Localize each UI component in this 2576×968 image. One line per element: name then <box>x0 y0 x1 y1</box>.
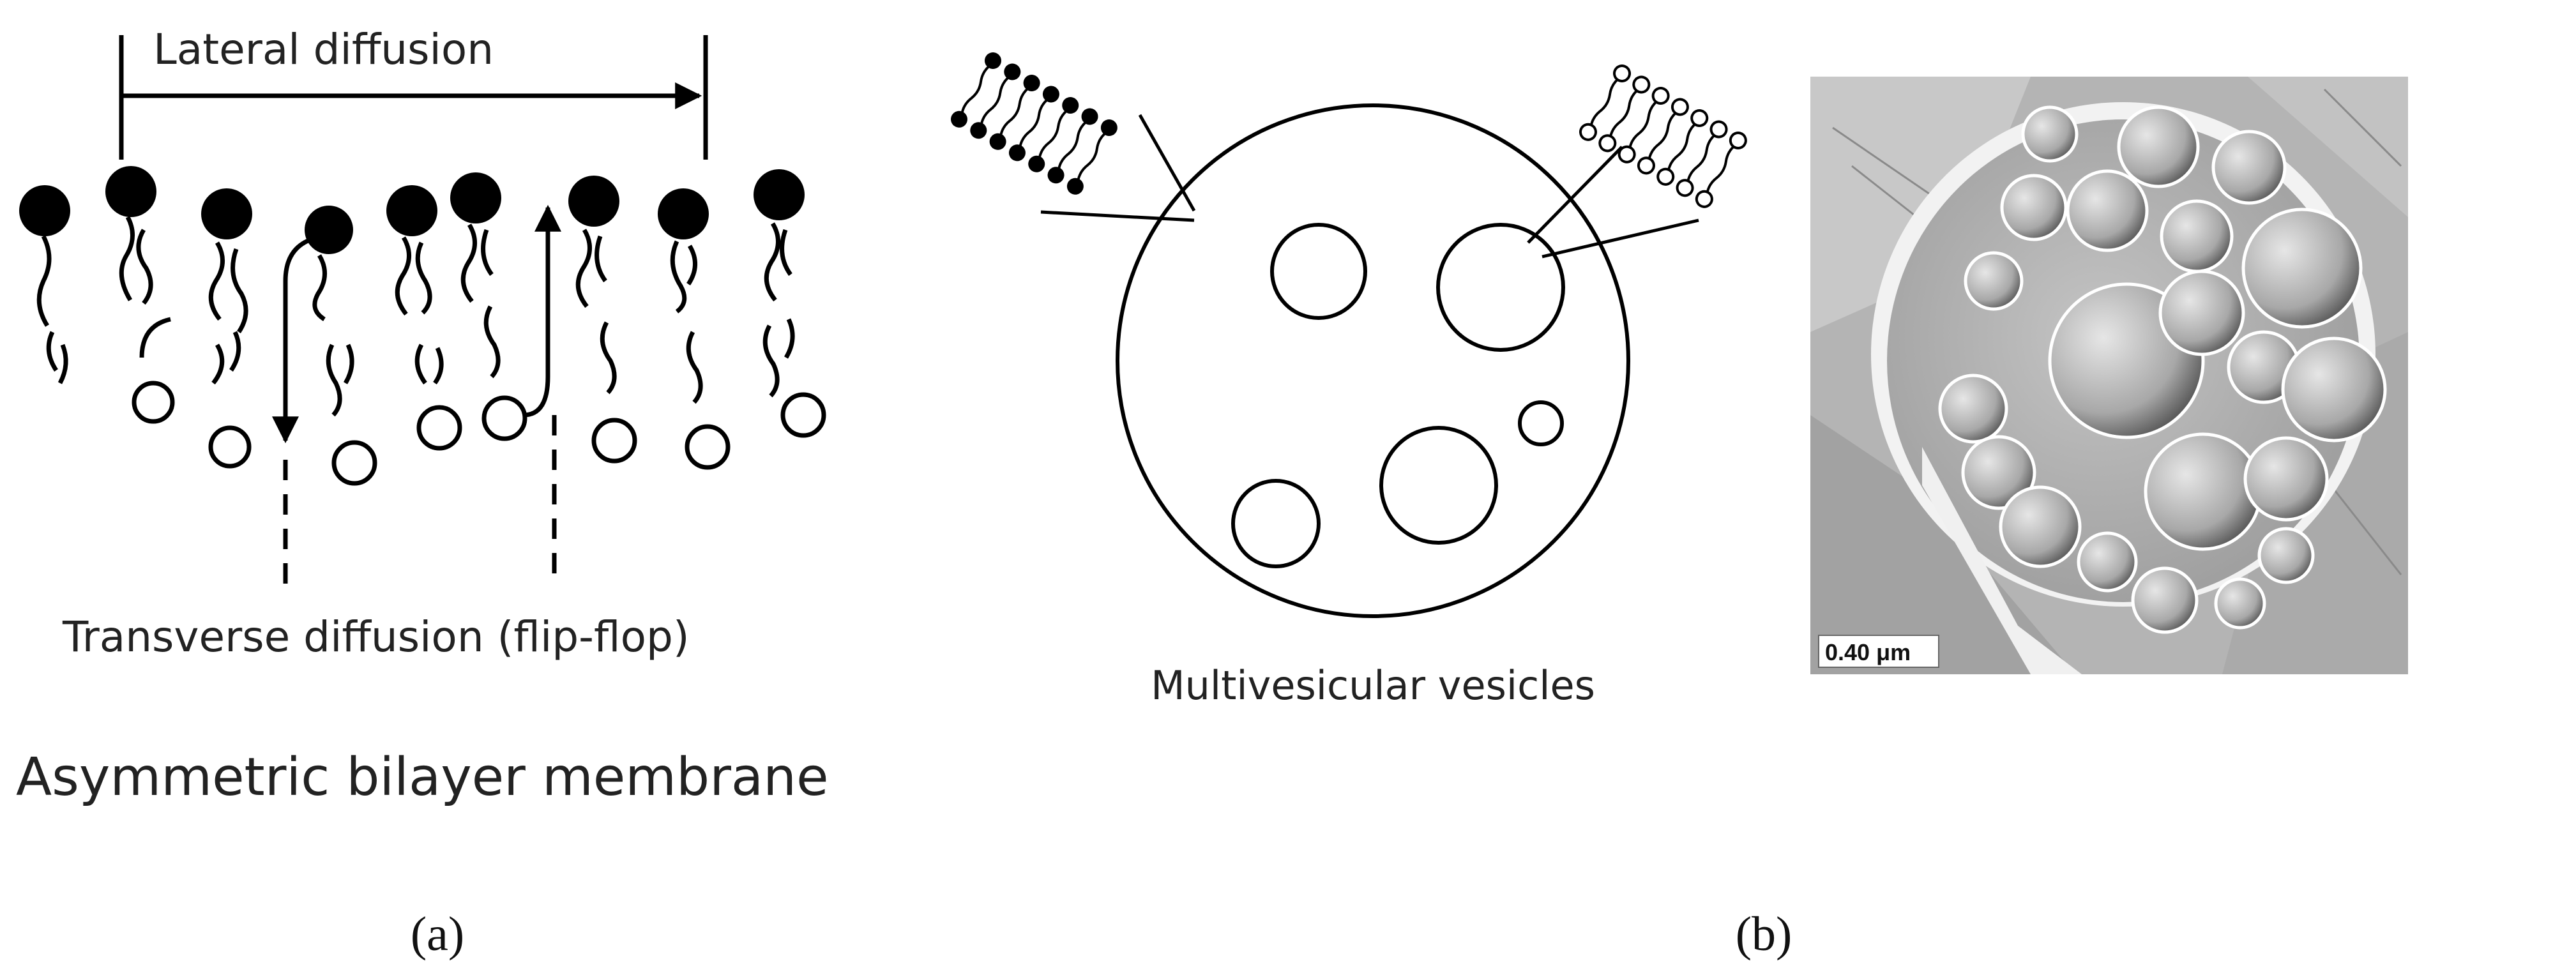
internal-vesicle-shapes <box>1938 105 2387 634</box>
lateral-diffusion-label: Lateral diffusion <box>153 25 494 74</box>
flip-flop-arrows <box>272 204 561 587</box>
transverse-diffusion-label: Transverse diffusion (flip-flop) <box>62 612 690 662</box>
bilayer-inset-left <box>951 52 1118 195</box>
bilayer-lipids <box>19 166 826 486</box>
panel-b-caption: Multivesicular vesicles <box>1151 662 1595 709</box>
lipid <box>450 172 527 441</box>
lipid <box>201 188 252 469</box>
scale-bar-label: 0.40 μm <box>1825 639 1911 665</box>
lipid <box>386 185 462 451</box>
lipid <box>105 166 175 424</box>
lipid <box>754 169 826 438</box>
panel-a: Lateral diffusion <box>16 25 829 961</box>
pointer-lines <box>1040 114 1699 259</box>
electron-micrograph: 0.40 μm <box>1810 77 2408 674</box>
outer-vesicle <box>1116 103 1630 618</box>
panel-b-label: (b) <box>1736 907 1792 961</box>
lipid <box>658 188 731 470</box>
internal-vesicles <box>1231 223 1565 568</box>
panel-a-label: (a) <box>411 907 464 961</box>
bilayer-inset-right <box>1579 64 1747 208</box>
lipid <box>568 176 637 464</box>
lateral-diffusion-arrow <box>119 35 708 160</box>
panel-a-caption: Asymmetric bilayer membrane <box>16 747 829 808</box>
lipid <box>19 185 70 384</box>
panel-b-schematic: Multivesicular vesicles (b) <box>951 52 1792 961</box>
lipid <box>305 206 377 486</box>
scale-bar-box: 0.40 μm <box>1818 635 1939 668</box>
